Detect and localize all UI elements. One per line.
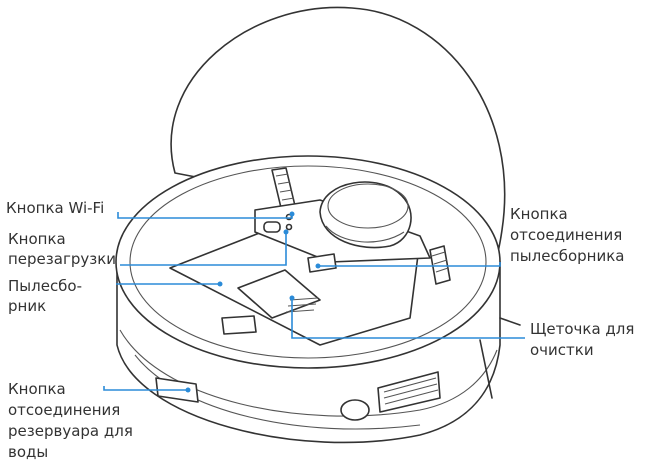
dustbin-release-button: [307, 253, 337, 273]
label-dustbin-line2: рник: [8, 297, 47, 315]
dustbin-handle: [221, 315, 257, 335]
label-reset-button-line1: Кнопка: [8, 230, 66, 248]
label-wifi-button: Кнопка Wi-Fi: [6, 199, 105, 217]
label-tank-line3: резервуара для: [8, 422, 133, 440]
callout-dustbin-release: [315, 262, 501, 269]
top-deck-inner: [129, 165, 487, 359]
side-brush: [479, 339, 493, 399]
label-reset-button-line2: перезагрузки: [8, 250, 117, 268]
callout-reset: [120, 229, 289, 266]
label-dustbin-line1: Пылесбо-: [8, 277, 83, 295]
callout-tank: [103, 386, 191, 393]
label-tank-line4: воды: [8, 443, 49, 461]
side-grill: [377, 371, 441, 413]
label-dustbin-release-line2: отсоединения: [510, 226, 623, 244]
top-button-rect: [263, 221, 281, 233]
label-tank-line1: Кнопка: [8, 380, 66, 398]
label-tank-line2: отсоединения: [8, 401, 121, 419]
side-brush-2: [499, 317, 521, 326]
front-sensor: [340, 399, 370, 421]
callout-brush: [289, 295, 525, 339]
callout-wifi: [117, 211, 295, 219]
label-dustbin-release-line3: пылесборника: [510, 247, 625, 265]
label-dustbin-release-line1: Кнопка: [510, 205, 568, 223]
bumper-line-lower: [134, 354, 421, 430]
callout-dustbin: [116, 281, 223, 287]
label-brush-line2: очистки: [530, 341, 594, 359]
reset-button: [285, 223, 293, 231]
label-brush-line1: Щеточка для: [530, 320, 635, 338]
laser-tower: [319, 181, 412, 249]
